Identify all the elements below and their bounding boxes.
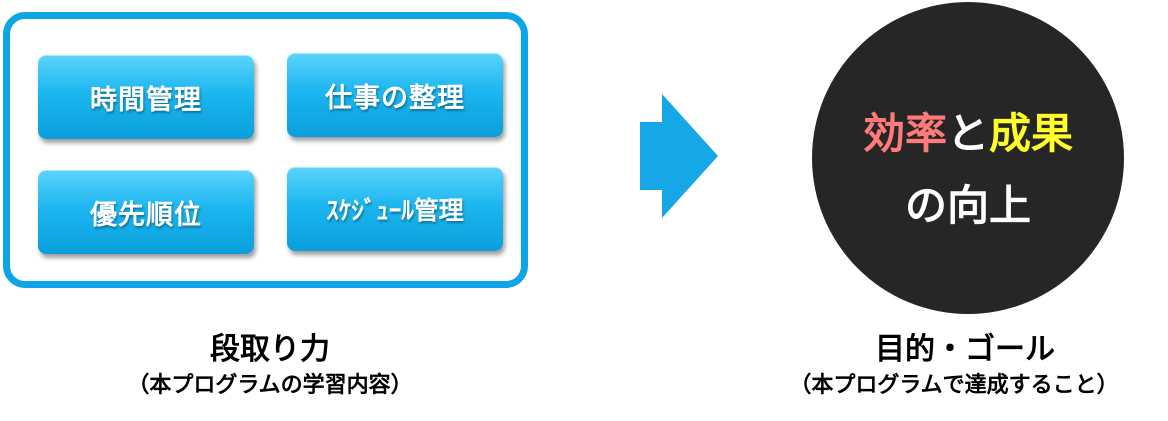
right-arrow-icon	[640, 94, 718, 218]
goal-highlight-efficiency: 効率	[862, 109, 947, 158]
item-work-organization: 仕事の整理	[287, 53, 503, 137]
goal-highlight-results: 成果	[989, 109, 1074, 158]
item-time-management: 時間管理	[38, 55, 254, 139]
goal-line-2: の向上	[904, 181, 1031, 230]
item-schedule-management: ｽｹｼﾞｭｰﾙ管理	[287, 167, 503, 251]
program-title: 段取り力	[210, 332, 330, 367]
goal-circle: 効率と成果 の向上	[812, 2, 1124, 314]
goal-subtitle: （本プログラムで達成すること）	[789, 373, 1119, 398]
goal-line-1: 効率と成果	[812, 110, 1124, 158]
item-label: 優先順位	[90, 199, 202, 231]
item-label: 仕事の整理	[325, 82, 465, 114]
goal-connector: と	[946, 109, 989, 158]
item-label: 時間管理	[90, 84, 202, 116]
goal-title: 目的・ゴール	[875, 332, 1055, 367]
item-label: ｽｹｼﾞｭｰﾙ管理	[326, 196, 464, 225]
program-subtitle: （本プログラムの学習内容）	[127, 373, 413, 398]
item-priorities: 優先順位	[38, 170, 254, 254]
